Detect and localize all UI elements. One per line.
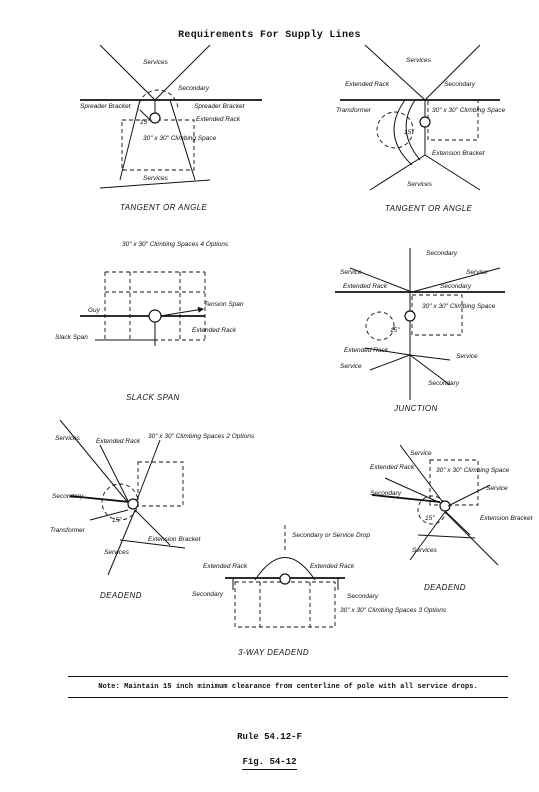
diagram-tangent-left: Services Secondary Spreader Bracket Spre…	[80, 44, 262, 212]
caption-tangent-left: TANGENT OR ANGLE	[120, 203, 208, 212]
label-slack-span: Slack Span	[55, 334, 88, 341]
label-service-top: Service	[410, 450, 432, 457]
label-services-bottom: Services	[407, 181, 433, 188]
label-services-top: Services	[406, 57, 432, 64]
label-secondary-or-drop: Secondary or Service Drop	[292, 532, 370, 539]
caption-slack-span: SLACK SPAN	[126, 393, 180, 402]
caption-deadend-left: DEADEND	[100, 591, 142, 600]
pole-icon	[148, 309, 162, 323]
label-dim: 15"	[404, 129, 414, 136]
label-service-left: Service	[340, 269, 362, 276]
label-secondary: Secondary	[178, 85, 210, 92]
label-secondary-top: Secondary	[426, 250, 458, 257]
label-services-top: Services	[143, 59, 169, 66]
label-extended-rack: Extended Rack	[192, 327, 237, 334]
label-climbing-space: 30" x 30" Climbing Space	[143, 135, 217, 142]
label-climbing-space: 30" x 30" Climbing Space	[432, 107, 506, 114]
label-dim: 15"	[140, 119, 150, 126]
label-transformer: Transformer	[336, 107, 372, 114]
label-extension-bracket: Extension Bracket	[148, 536, 202, 543]
label-dim: 15"	[390, 327, 400, 334]
label-extended-rack: Extended Rack	[370, 464, 415, 471]
label-service-right: Service	[466, 269, 488, 276]
label-tension-span: Tension Span	[204, 301, 244, 308]
label-extended-rack-top: Extended Rack	[343, 283, 388, 290]
diagram-deadend-right: Service Extended Rack 30" x 30" Climbing…	[370, 444, 534, 592]
rule-number: Rule 54.12-F	[237, 732, 302, 742]
label-spreader-bracket-right: Spreader Bracket	[194, 103, 246, 110]
label-extended-rack-left: Extended Rack	[203, 563, 248, 570]
label-service-lower-left: Service	[340, 363, 362, 370]
label-extended-rack: Extended Rack	[196, 116, 241, 123]
label-secondary-bottom: Secondary	[428, 380, 460, 387]
label-services-bottom: Services	[412, 547, 438, 554]
diagram-3way-deadend: Secondary or Service Drop Extended Rack …	[192, 525, 447, 657]
pole-icon	[279, 573, 291, 585]
caption-3way-deadend: 3-WAY DEADEND	[238, 648, 309, 657]
label-secondary: Secondary	[52, 493, 84, 500]
label-secondary-left: Secondary	[192, 591, 224, 598]
label-extension-bracket: Extension Bracket	[480, 515, 534, 522]
label-dim: 15"	[112, 517, 122, 524]
diagram-junction: Secondary Service Service Extended Rack …	[335, 248, 505, 413]
caption-deadend-right: DEADEND	[424, 583, 466, 592]
pole-icon	[149, 112, 161, 124]
caption-tangent-right: TANGENT OR ANGLE	[385, 204, 473, 213]
label-secondary-mid: Secondary	[440, 283, 472, 290]
label-spreader-bracket-left: Spreader Bracket	[80, 103, 132, 110]
label-secondary-right: Secondary	[347, 593, 379, 600]
label-secondary: Secondary	[444, 81, 476, 88]
label-service-lower-right: Service	[456, 353, 478, 360]
pole-icon	[419, 116, 431, 128]
label-climbing-spaces: 30" x 30" Climbing Spaces 3 Options	[340, 607, 447, 614]
label-climbing-space: 30" x 30" Climbing Space	[422, 303, 496, 310]
page-title: Requirements For Supply Lines	[178, 30, 361, 41]
label-extended-rack-bottom: Extended Rack	[344, 347, 389, 354]
diagram-slack-span: 30" x 30" Climbing Spaces 4 Options Guy …	[55, 241, 244, 402]
figure-label: Fig. 54-12	[242, 757, 297, 770]
label-extension-bracket: Extension Bracket	[432, 150, 486, 157]
label-services-bottom: Services	[104, 549, 130, 556]
label-extended-rack: Extended Rack	[96, 438, 141, 445]
caption-junction: JUNCTION	[393, 404, 438, 413]
label-service-right: Service	[486, 485, 508, 492]
label-extended-rack: Extended Rack	[345, 81, 390, 88]
label-climbing-spaces: 30" x 30" Climbing Spaces 4 Options	[122, 241, 229, 248]
figure-number: Fig. 54-12	[0, 757, 539, 770]
label-transformer: Transformer	[50, 527, 86, 534]
diagram-tangent-right: Services Extended Rack Secondary Transfo…	[336, 44, 506, 213]
label-services-top: Services	[55, 435, 81, 442]
label-guy: Guy	[88, 307, 101, 314]
label-climbing-spaces: 30" x 30" Climbing Spaces 2 Options	[148, 433, 255, 440]
label-secondary: Secondary	[370, 490, 402, 497]
clearance-note: Note: Maintain 15 inch minimum clearance…	[68, 676, 508, 698]
label-dim: 15"	[425, 515, 435, 522]
pole-icon	[127, 498, 139, 510]
label-services-bottom: Services	[143, 175, 169, 182]
diagram-deadend-left: Services Extended Rack 30" x 30" Climbin…	[50, 419, 255, 600]
label-extended-rack-right: Extended Rack	[310, 563, 355, 570]
pole-icon	[404, 310, 416, 322]
label-climbing-space: 30" x 30" Climbing Space	[436, 467, 510, 474]
